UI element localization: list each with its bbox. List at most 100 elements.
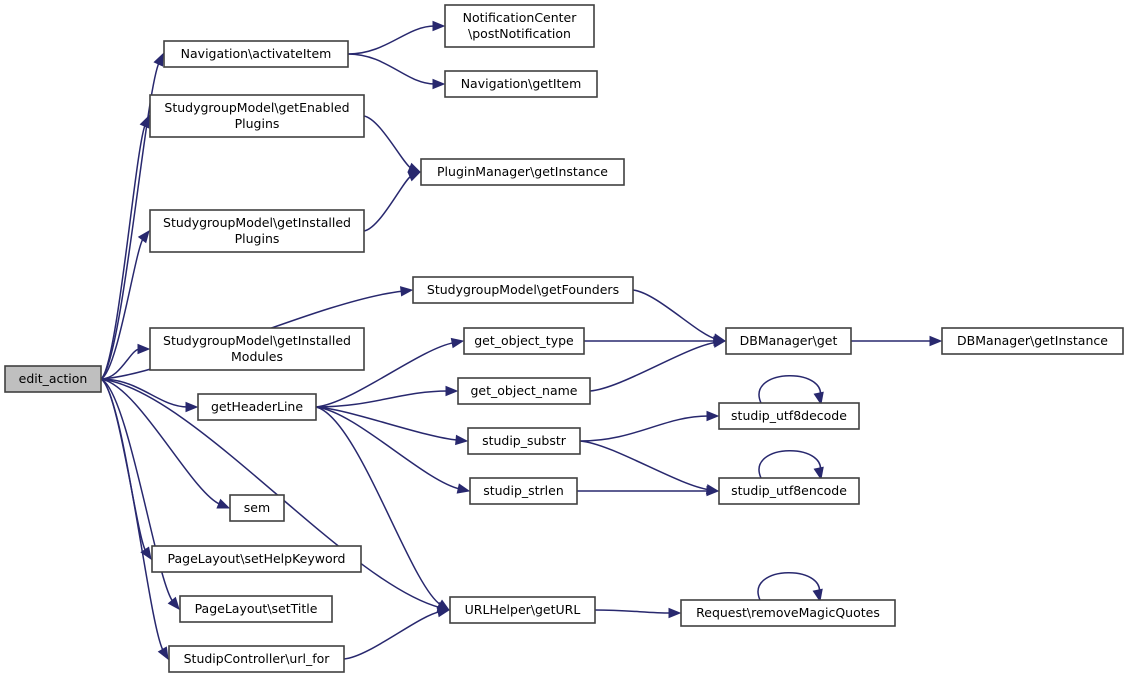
node-get_object_name[interactable]: get_object_name: [457, 377, 591, 405]
node-sem[interactable]: sem: [229, 494, 285, 522]
node-box-dbmanager_get[interactable]: [725, 327, 852, 355]
node-box-dbmanager_getinstance[interactable]: [941, 327, 1124, 355]
node-box-sgm_installed_plugins[interactable]: [149, 209, 365, 253]
node-box-sgm_enabled[interactable]: [149, 94, 365, 138]
node-label-studip_substr: studip_substr: [482, 433, 567, 448]
edge-studip_utf8decode-to-studip_utf8decode: [758, 375, 824, 406]
node-label-getheaderline: getHeaderLine: [211, 399, 303, 414]
node-label-nav_getitem: Navigation\getItem: [461, 76, 582, 91]
node-label-plugin_getinstance: PluginManager\getInstance: [437, 164, 608, 179]
node-box-pagelayout_helpkeyword[interactable]: [151, 545, 362, 573]
edge-urlhelper_geturl-to-request_removemagicquotes: [594, 607, 682, 619]
node-label-urlhelper_geturl: URLHelper\getURL: [465, 602, 581, 617]
node-studipcontroller_urlfor[interactable]: StudipController\url_for: [168, 645, 345, 673]
edge-edit_action-to-pagelayout_settitle: [100, 378, 180, 611]
edge-studip_substr-to-studip_utf8encode: [579, 440, 720, 495]
edge-edit_action-to-getheaderline: [100, 378, 199, 413]
node-box-getheaderline[interactable]: [197, 393, 317, 421]
node-box-nav_getitem[interactable]: [444, 70, 598, 98]
node-box-studip_utf8decode[interactable]: [718, 402, 860, 430]
edge-nav_activate-to-nav_getitem: [347, 53, 446, 90]
node-label-notif_post: NotificationCenter\postNotification: [463, 10, 578, 41]
node-notif_post[interactable]: NotificationCenter\postNotification: [444, 4, 595, 48]
node-label-pagelayout_settitle: PageLayout\setTitle: [195, 601, 318, 616]
edge-get_object_name-to-dbmanager_get: [589, 337, 727, 392]
node-dbmanager_get[interactable]: DBManager\get: [725, 327, 852, 355]
node-box-get_object_name[interactable]: [457, 377, 591, 405]
node-box-edit_action[interactable]: [4, 365, 102, 393]
edge-sgm_founders-to-dbmanager_get: [632, 289, 727, 344]
node-box-plugin_getinstance[interactable]: [420, 158, 625, 186]
node-studip_utf8encode[interactable]: studip_utf8encode: [718, 477, 860, 505]
edge-getheaderline-to-get_object_name: [315, 385, 459, 408]
node-label-get_object_type: get_object_type: [474, 333, 574, 348]
node-box-pagelayout_settitle[interactable]: [179, 595, 333, 623]
node-edit_action[interactable]: edit_action: [4, 365, 102, 393]
node-label-studip_strlen: studip_strlen: [483, 483, 564, 498]
node-box-request_removemagicquotes[interactable]: [680, 599, 896, 627]
edge-studipcontroller_urlfor-to-urlhelper_geturl: [343, 607, 451, 660]
node-box-studipcontroller_urlfor[interactable]: [168, 645, 345, 673]
node-nav_getitem[interactable]: Navigation\getItem: [444, 70, 598, 98]
edge-request_removemagicquotes-to-request_removemagicquotes: [757, 572, 823, 603]
node-nav_activate[interactable]: Navigation\activateItem: [163, 40, 349, 68]
edge-getheaderline-to-get_object_type: [315, 337, 465, 408]
node-urlhelper_geturl[interactable]: URLHelper\getURL: [449, 596, 596, 624]
node-studip_substr[interactable]: studip_substr: [467, 427, 581, 455]
edge-edit_action-to-nav_activate: [100, 52, 164, 380]
node-box-sgm_founders[interactable]: [412, 276, 634, 304]
edge-studip_utf8encode-to-studip_utf8encode: [758, 450, 824, 481]
node-box-studip_strlen[interactable]: [469, 477, 578, 505]
edge-dbmanager_get-to-dbmanager_getinstance: [850, 335, 943, 347]
node-box-sem[interactable]: [229, 494, 285, 522]
node-label-edit_action: edit_action: [19, 371, 88, 386]
node-getheaderline[interactable]: getHeaderLine: [197, 393, 317, 421]
node-box-get_object_type[interactable]: [463, 327, 585, 355]
node-studip_strlen[interactable]: studip_strlen: [469, 477, 578, 505]
node-label-studip_utf8decode: studip_utf8decode: [731, 408, 847, 423]
node-box-studip_utf8encode[interactable]: [718, 477, 860, 505]
edge-sgm_installed_plugins-to-plugin_getinstance: [363, 171, 422, 232]
node-studip_utf8decode[interactable]: studip_utf8decode: [718, 402, 860, 430]
edge-getheaderline-to-studip_substr: [315, 406, 469, 446]
node-plugin_getinstance[interactable]: PluginManager\getInstance: [420, 158, 625, 186]
edge-edit_action-to-studipcontroller_urlfor: [100, 378, 169, 661]
edge-edit_action-to-sem: [100, 378, 231, 509]
node-request_removemagicquotes[interactable]: Request\removeMagicQuotes: [680, 599, 896, 627]
edge-getheaderline-to-studip_strlen: [315, 406, 471, 494]
node-box-notif_post[interactable]: [444, 4, 595, 48]
edge-edit_action-to-sgm_installed_modules: [100, 343, 151, 380]
edge-get_object_type-to-dbmanager_get: [583, 335, 727, 347]
edge-studip_strlen-to-studip_utf8encode: [576, 485, 720, 497]
node-label-studipcontroller_urlfor: StudipController\url_for: [184, 651, 331, 666]
node-box-studip_substr[interactable]: [467, 427, 581, 455]
edge-sgm_enabled-to-plugin_getinstance: [363, 115, 422, 173]
node-label-pagelayout_helpkeyword: PageLayout\setHelpKeyword: [168, 551, 346, 566]
node-box-nav_activate[interactable]: [163, 40, 349, 68]
node-label-request_removemagicquotes: Request\removeMagicQuotes: [696, 605, 880, 620]
node-label-get_object_name: get_object_name: [471, 383, 578, 398]
node-dbmanager_getinstance[interactable]: DBManager\getInstance: [941, 327, 1124, 355]
node-label-sgm_founders: StudygroupModel\getFounders: [427, 282, 619, 297]
node-label-studip_utf8encode: studip_utf8encode: [731, 483, 847, 498]
node-label-dbmanager_get: DBManager\get: [740, 333, 838, 348]
node-get_object_type[interactable]: get_object_type: [463, 327, 585, 355]
edge-studip_substr-to-studip_utf8decode: [579, 410, 720, 442]
node-label-sem: sem: [244, 500, 270, 515]
node-sgm_founders[interactable]: StudygroupModel\getFounders: [412, 276, 634, 304]
node-layer: edit_action Navigation\activateItem Notifi…: [4, 4, 1124, 673]
node-pagelayout_helpkeyword[interactable]: PageLayout\setHelpKeyword: [151, 545, 362, 573]
edge-edit_action-to-sgm_installed_plugins: [100, 229, 150, 380]
node-box-sgm_installed_modules[interactable]: [149, 327, 365, 371]
node-pagelayout_settitle[interactable]: PageLayout\setTitle: [179, 595, 333, 623]
node-box-urlhelper_geturl[interactable]: [449, 596, 596, 624]
node-label-nav_activate: Navigation\activateItem: [181, 46, 332, 61]
edge-edit_action-to-pagelayout_helpkeyword: [100, 378, 152, 561]
